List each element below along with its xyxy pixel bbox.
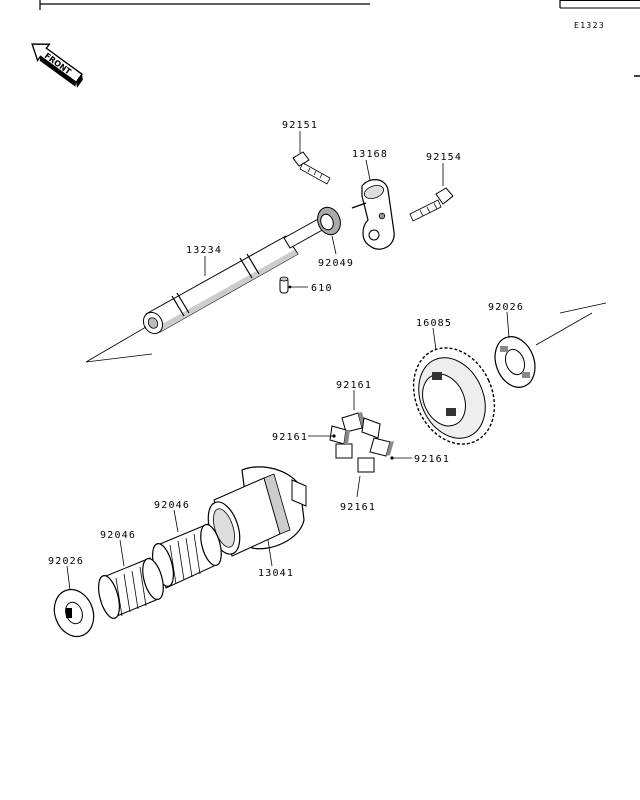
circlip-92026-top [494, 336, 536, 388]
part-label-610: 610 [311, 283, 333, 294]
gear-16085 [412, 347, 496, 445]
lever-13168 [351, 179, 395, 250]
needle-bearing-92046-b [152, 523, 222, 589]
part-label-13041: 13041 [258, 568, 294, 579]
part-label-92161-right: 92161 [414, 454, 450, 465]
bolt-92154 [409, 187, 454, 222]
part-label-92151: 92151 [282, 120, 318, 131]
oil-seal-92049 [317, 206, 341, 236]
part-label-92154: 92154 [426, 152, 462, 163]
front-arrow-icon: FRONT [31, 43, 83, 88]
shaft-13234 [142, 217, 327, 335]
part-label-92046-b: 92046 [154, 500, 190, 511]
damper-rubbers-92161 [329, 412, 394, 473]
pin-610 [279, 276, 289, 294]
bolt-92151 [292, 151, 331, 185]
part-label-92026-top: 92026 [488, 302, 524, 313]
hub-13041 [207, 466, 307, 557]
leader-dots [288, 285, 394, 460]
diagram-code: E1323 [574, 21, 605, 30]
circlip-92026-left [53, 588, 95, 638]
page-frame [39, 0, 640, 77]
part-label-16085: 16085 [416, 318, 452, 329]
part-label-13168: 13168 [352, 149, 388, 160]
part-label-92049: 92049 [318, 258, 354, 269]
assembly-axis-lines [85, 302, 607, 363]
part-label-92161-top: 92161 [336, 380, 372, 391]
part-label-92046-a: 92046 [100, 530, 136, 541]
part-label-92161-left: 92161 [272, 432, 308, 443]
part-label-13234: 13234 [186, 245, 222, 256]
leader-lines [66, 131, 510, 591]
part-label-92161-bottom: 92161 [340, 502, 376, 513]
needle-bearing-92046-a [98, 557, 164, 619]
part-label-92026-left: 92026 [48, 556, 84, 567]
